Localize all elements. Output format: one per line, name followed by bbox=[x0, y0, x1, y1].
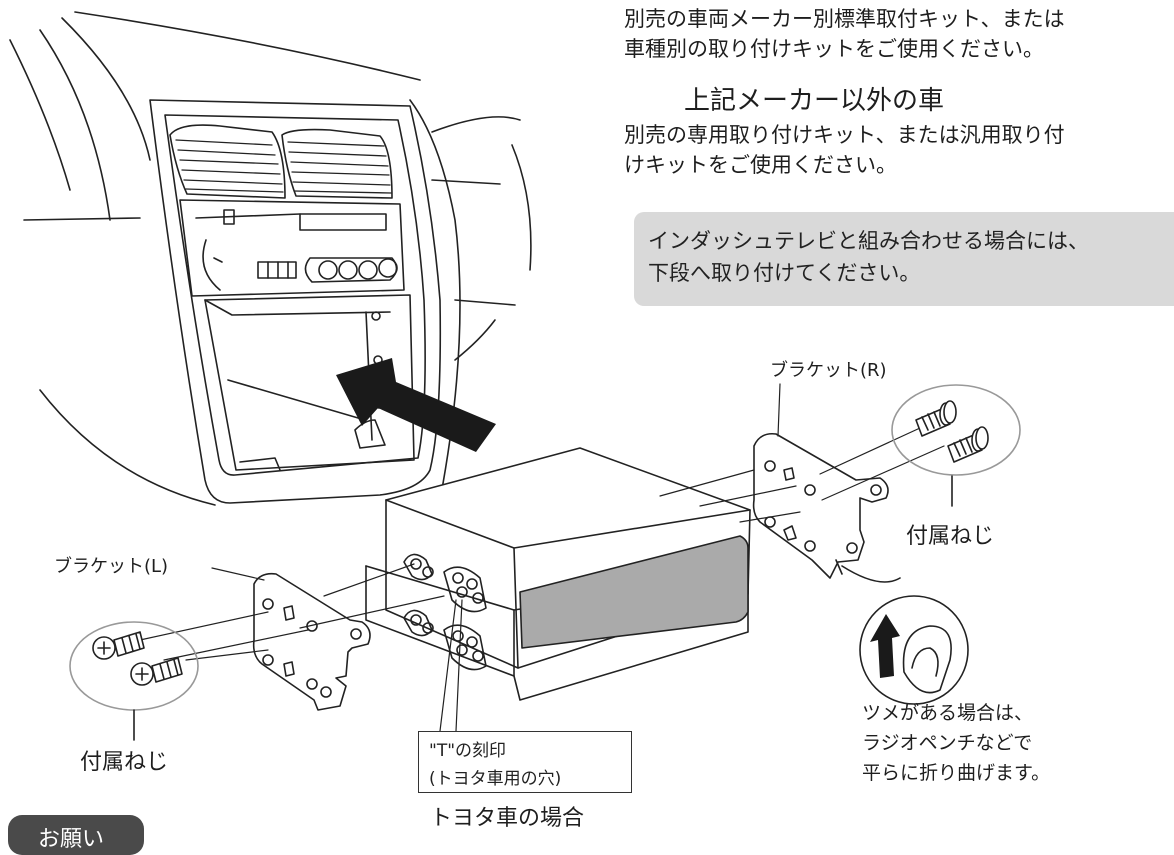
screw-icon bbox=[130, 657, 183, 686]
screw-icon bbox=[915, 400, 957, 437]
notice-line-2: 下段へ取り付けてください。 bbox=[648, 261, 921, 285]
t-mark-callout: "T"の刻印 (トヨタ車用の穴) bbox=[418, 731, 632, 793]
fold-arrow-icon bbox=[870, 614, 900, 678]
kit-line-2: 車種別の取り付けキットをご使用ください。 bbox=[624, 37, 1044, 61]
bracket-left-illustration bbox=[252, 572, 371, 711]
notice-line-1: インダッシュテレビと組み合わせる場合には、 bbox=[648, 229, 1089, 253]
tab-fold-detail bbox=[841, 565, 969, 705]
screws-left-label: 付属ねじ bbox=[80, 750, 169, 775]
t-mark-line-2: (トヨタ車用の穴) bbox=[429, 769, 562, 789]
t-mark-line-1: "T"の刻印 bbox=[429, 741, 507, 761]
screws-right-label: 付属ねじ bbox=[906, 524, 995, 549]
insert-direction-arrow bbox=[336, 358, 496, 452]
kit-line-1: 別売の車両メーカー別標準取付キット、または bbox=[624, 7, 1065, 31]
notice-box: インダッシュテレビと組み合わせる場合には、 下段へ取り付けてください。 bbox=[634, 212, 1174, 306]
dashboard-illustration bbox=[9, 11, 532, 506]
tab-fold-note: ツメがある場合は、 ラジオペンチなどで 平らに折り曲げます。 bbox=[862, 698, 1050, 788]
bracket-right-illustration bbox=[752, 432, 889, 579]
tab-note-line-1: ツメがある場合は、 bbox=[862, 702, 1034, 724]
installation-diagram bbox=[9, 11, 1021, 741]
alignment-lines bbox=[139, 427, 945, 661]
tab-note-line-3: 平らに折り曲げます。 bbox=[862, 762, 1051, 784]
screws-right-group bbox=[891, 384, 1021, 507]
screws-left-group bbox=[69, 621, 199, 741]
other-line-1: 別売の専用取り付けキット、または汎用取り付 bbox=[624, 123, 1065, 147]
screws-right-ellipse bbox=[891, 384, 1021, 476]
screw-icon bbox=[92, 631, 145, 660]
other-makers-text: 別売の専用取り付けキット、または汎用取り付 けキットをご使用ください。 bbox=[624, 120, 1065, 180]
request-badge: お願い bbox=[8, 815, 144, 855]
screw-icon bbox=[947, 426, 989, 463]
request-badge-label: お願い bbox=[38, 827, 105, 852]
toyota-case-label: トヨタ車の場合 bbox=[430, 806, 585, 831]
bracket-l-label: ブラケット(L) bbox=[54, 556, 169, 577]
other-line-2: けキットをご使用ください。 bbox=[624, 153, 897, 177]
head-unit-illustration bbox=[365, 447, 751, 701]
kit-instruction-text: 別売の車両メーカー別標準取付キット、または 車種別の取り付けキットをご使用くださ… bbox=[624, 4, 1065, 64]
other-makers-heading: 上記メーカー以外の車 bbox=[684, 86, 945, 116]
bracket-r-label: ブラケット(R) bbox=[770, 360, 887, 381]
faceplate bbox=[519, 535, 749, 649]
tab-note-line-2: ラジオペンチなどで bbox=[862, 732, 1033, 754]
